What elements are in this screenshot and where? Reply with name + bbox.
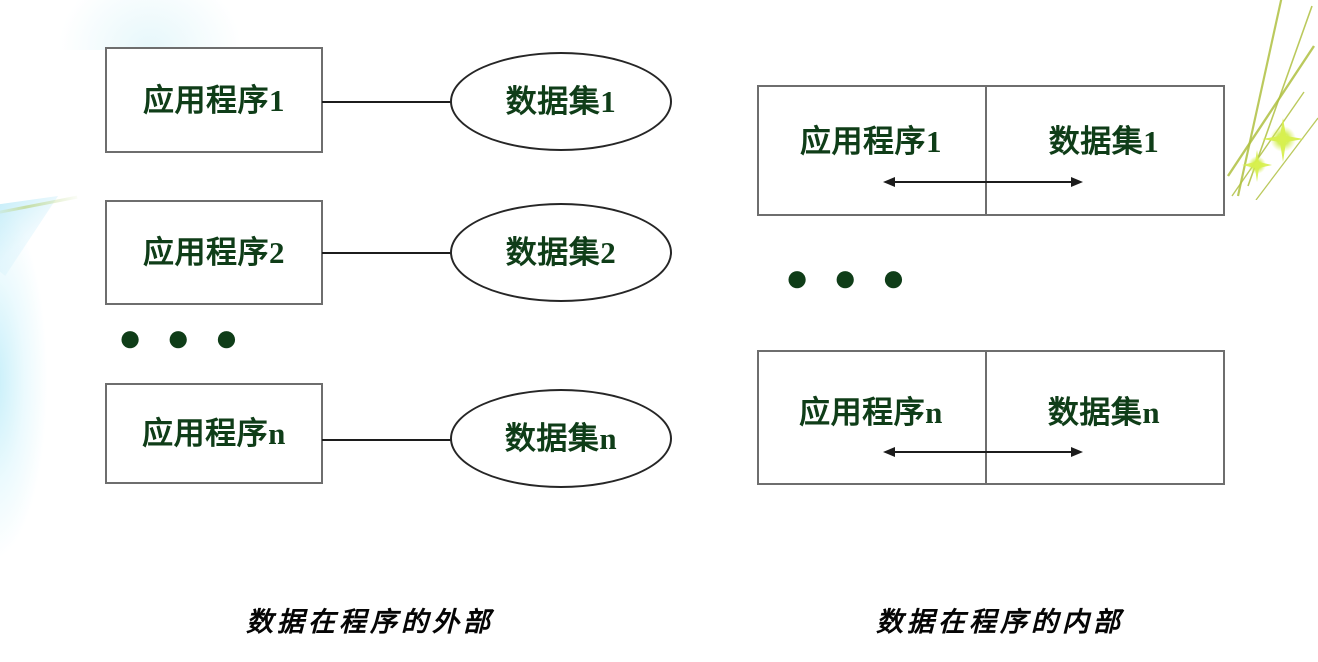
combo-box-n-app-label: 应用程序n — [799, 394, 943, 430]
combo-box-n-app-cell: 应用程序n — [759, 383, 983, 441]
right-ellipsis: ● ● ● — [785, 255, 913, 300]
left-diagram-caption: 数据在程序的外部 — [246, 607, 494, 637]
dataset-ellipse-n-label: 数据集n — [504, 421, 618, 456]
left-edge-glow-decoration — [0, 150, 70, 610]
app-box-2[interactable]: 应用程序2 — [105, 200, 323, 305]
combo-box-n-divider — [985, 352, 987, 483]
sparkle-burst-decoration — [1226, 0, 1318, 200]
app-box-2-label: 应用程序2 — [143, 235, 285, 270]
left-shard-decoration — [0, 196, 58, 276]
app-box-1[interactable]: 应用程序1 — [105, 47, 323, 153]
connector-line-1 — [322, 101, 452, 103]
combo-box-n[interactable] — [757, 350, 1225, 485]
connector-line-n — [322, 439, 452, 441]
double-headed-arrow-icon-1 — [883, 177, 1083, 187]
double-headed-arrow-icon-n — [883, 447, 1083, 457]
dataset-ellipse-n[interactable]: 数据集n — [450, 389, 672, 488]
app-box-1-label: 应用程序1 — [143, 82, 285, 118]
dataset-ellipse-2[interactable]: 数据集2 — [450, 203, 672, 302]
left-streak-decoration — [0, 195, 78, 216]
dataset-ellipse-1-label: 数据集1 — [505, 84, 617, 119]
dataset-ellipse-2-label: 数据集2 — [505, 235, 617, 270]
combo-box-1-divider — [985, 87, 987, 214]
combo-box-1-dataset-cell: 数据集1 — [985, 112, 1223, 170]
combo-box-1-app-label: 应用程序1 — [800, 123, 942, 159]
combo-box-1-app-cell: 应用程序1 — [759, 112, 983, 170]
combo-box-n-dataset-cell: 数据集n — [985, 383, 1223, 441]
connector-line-2 — [322, 252, 452, 254]
right-diagram-caption: 数据在程序的内部 — [876, 607, 1124, 637]
combo-box-1[interactable] — [757, 85, 1225, 216]
combo-box-n-dataset-label: 数据集n — [1047, 394, 1161, 430]
dataset-ellipse-1[interactable]: 数据集1 — [450, 52, 672, 151]
app-box-n-label: 应用程序n — [142, 416, 286, 451]
left-ellipsis: ● ● ● — [118, 315, 246, 360]
top-tint-decoration — [60, 0, 240, 50]
combo-box-1-dataset-label: 数据集1 — [1048, 123, 1160, 159]
app-box-n[interactable]: 应用程序n — [105, 383, 323, 484]
